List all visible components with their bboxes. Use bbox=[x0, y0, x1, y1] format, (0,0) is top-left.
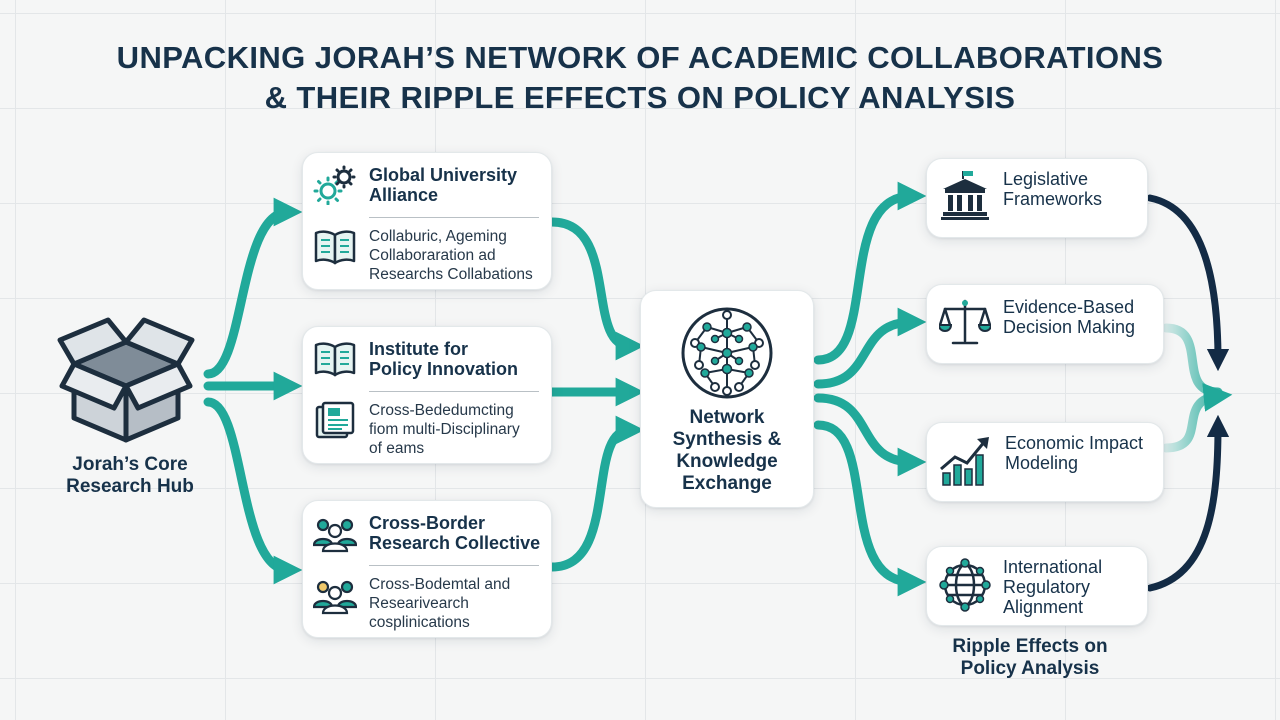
open-box-icon bbox=[57, 317, 195, 443]
effect-card-legislative-frameworks: Legislative Frameworks bbox=[926, 158, 1148, 238]
arrow-synthesis-to-economic bbox=[813, 393, 927, 477]
team-icon bbox=[312, 575, 358, 615]
network-synthesis-card: Network Synthesis & Knowledge Exchange bbox=[640, 290, 814, 508]
arrow-international-to-output bbox=[1146, 414, 1230, 592]
page-title: UNPACKING JORAH’S NETWORK OF ACADEMIC CO… bbox=[116, 40, 1164, 115]
card-description: Collaburic, Ageming Collaboraration ad R… bbox=[369, 228, 533, 283]
bar-chart-trend-icon bbox=[939, 433, 993, 487]
effect-label: Economic Impact Modeling bbox=[1005, 433, 1144, 473]
synthesis-label: Network Synthesis & Knowledge Exchange bbox=[672, 407, 782, 494]
globe-network-icon bbox=[939, 557, 991, 613]
arrow-legislative-to-output bbox=[1146, 194, 1230, 372]
network-brain-icon bbox=[681, 307, 773, 399]
arrow-hub-to-collective bbox=[203, 397, 303, 585]
card-description: Cross-Bededumcting fiom multi-Disciplina… bbox=[369, 402, 520, 457]
gears-icon bbox=[313, 165, 357, 206]
arrow-synthesis-to-evidence bbox=[813, 307, 927, 389]
divider bbox=[369, 391, 539, 392]
divider bbox=[369, 565, 539, 566]
government-building-icon bbox=[939, 169, 991, 221]
effect-label: Evidence-Based Decision Making bbox=[1003, 297, 1136, 337]
effect-label: Legislative Frameworks bbox=[1003, 169, 1103, 209]
card-title: Institute for Policy Innovation bbox=[369, 339, 519, 379]
arrow-synthesis-to-international bbox=[813, 420, 927, 597]
card-title: Cross-Border Research Collective bbox=[369, 513, 541, 553]
ripple-effects-label: Ripple Effects on Policy Analysis bbox=[952, 636, 1108, 679]
card-description: Cross-Bodemtal and Researivearch cosplin… bbox=[369, 576, 511, 631]
arrow-economic-feedback bbox=[1161, 383, 1233, 453]
effect-card-evidence-based-decision-making: Evidence-Based Decision Making bbox=[926, 284, 1164, 364]
arrow-evidence-feedback bbox=[1161, 323, 1223, 397]
team-icon bbox=[312, 513, 358, 553]
card-title: Global University Alliance bbox=[369, 165, 518, 205]
documents-icon bbox=[313, 401, 357, 441]
collaboration-card-cross-border-research-collective: Cross-Border Research Collective Cross-B… bbox=[302, 500, 552, 638]
arrow-collective-to-synthesis bbox=[547, 415, 645, 572]
arrow-alliance-to-synthesis bbox=[547, 217, 645, 361]
divider bbox=[369, 217, 539, 218]
effect-label: International Regulatory Alignment bbox=[1003, 557, 1103, 617]
hub-label: Jorah’s Core Research Hub bbox=[66, 454, 194, 497]
arrow-synthesis-to-legislative bbox=[813, 181, 927, 365]
open-book-icon bbox=[313, 339, 357, 379]
effect-card-economic-impact-modeling: Economic Impact Modeling bbox=[926, 422, 1164, 502]
arrow-hub-to-alliance bbox=[203, 197, 303, 379]
balance-scale-icon bbox=[937, 297, 993, 347]
open-book-icon bbox=[313, 227, 357, 267]
collaboration-card-global-university-alliance: Global University Alliance Collaburic, A… bbox=[302, 152, 552, 290]
collaboration-card-institute-for-policy-innovation: Institute for Policy Innovation Cross-Be… bbox=[302, 326, 552, 464]
effect-card-international-regulatory-alignment: International Regulatory Alignment bbox=[926, 546, 1148, 626]
